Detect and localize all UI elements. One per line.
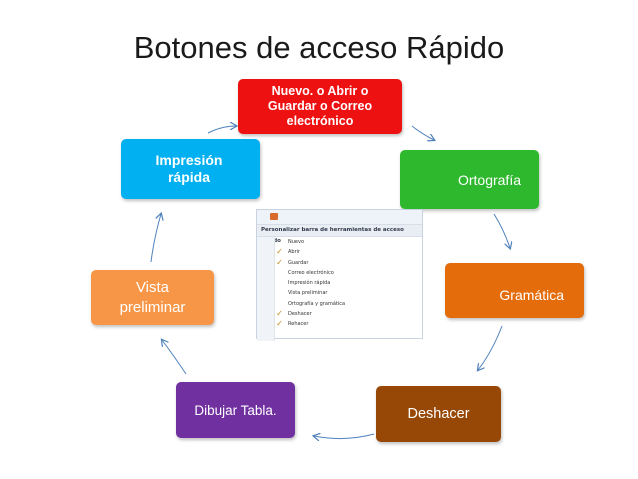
menu-item: Impresión rápida	[257, 278, 422, 288]
menu-item-label: Impresión rápida	[288, 280, 331, 287]
menu-item-label: Deshacer	[288, 311, 312, 318]
box-ortografia-label: Ortografía	[457, 171, 521, 188]
box-gramatica: Gramática	[445, 263, 584, 318]
menu-item-label: Rehacer	[288, 321, 309, 328]
arrow-nuevo-to-ortografia	[411, 125, 434, 140]
menu-gutter	[257, 237, 275, 341]
arrow-ortografia-to-gramatica	[493, 213, 510, 248]
menu-item-label: Ortografía y gramática	[288, 300, 346, 307]
arrow-deshacer-to-dibujar	[314, 434, 375, 439]
menu-item-label: Guardar	[288, 259, 309, 266]
checkmark-icon: ✓	[276, 257, 283, 267]
menu-item: ✓ Rehacer	[257, 319, 422, 329]
box-impresion-rapida: Impresión rápida	[121, 139, 260, 199]
page-title: Botones de acceso Rápido	[133, 30, 505, 65]
quick-access-menu-screenshot: Personalizar barra de herramientas de ac…	[256, 209, 423, 341]
menu-item: Vista preliminar	[257, 288, 422, 298]
box-dibujar-tabla: Dibujar Tabla.	[176, 382, 295, 438]
box-dibujar-label: Dibujar Tabla.	[194, 402, 277, 418]
checkmark-icon: ✓	[276, 247, 283, 257]
arrow-gramatica-to-deshacer	[478, 325, 503, 370]
menu-item: Ortografía y gramática	[257, 299, 422, 309]
arrow-vista-to-impresion	[150, 214, 161, 263]
menu-item: ✓ Abrir	[257, 247, 422, 257]
checkmark-icon: ✓	[276, 309, 283, 319]
box-nuevo-label: Nuevo. o Abrir o Guardar o Correo electr…	[267, 84, 373, 128]
box-impresion-label: Impresión rápida	[155, 152, 223, 185]
menu-item: ✓ Guardar	[257, 258, 422, 268]
menu-item-label: Vista preliminar	[288, 290, 328, 297]
menu-toolbar	[257, 210, 422, 225]
box-deshacer-label: Deshacer	[407, 406, 470, 422]
box-nuevo-abrir-guardar: Nuevo. o Abrir o Guardar o Correo electr…	[238, 79, 402, 134]
menu-item-label: Correo electrónico	[288, 269, 334, 276]
arrow-impresion-to-nuevo	[207, 126, 236, 134]
box-vista-label: Vista preliminar	[119, 278, 186, 316]
office-icon	[270, 213, 278, 220]
box-gramatica-label: Gramática	[499, 286, 564, 303]
box-vista-preliminar: Vista preliminar	[91, 270, 214, 325]
box-deshacer: Deshacer	[376, 386, 501, 442]
menu-item-label: Nuevo	[288, 239, 305, 245]
menu-item: ✓ Deshacer	[257, 309, 422, 319]
menu-item: Correo electrónico	[257, 268, 422, 278]
menu-item-label: Abrir	[288, 249, 301, 256]
checkmark-icon: ✓	[276, 319, 283, 329]
box-ortografia: Ortografía	[400, 150, 539, 209]
menu-item: Nuevo	[257, 237, 422, 247]
menu-header: Personalizar barra de herramientas de ac…	[257, 225, 422, 244]
arrow-dibujar-to-vista	[162, 340, 187, 375]
